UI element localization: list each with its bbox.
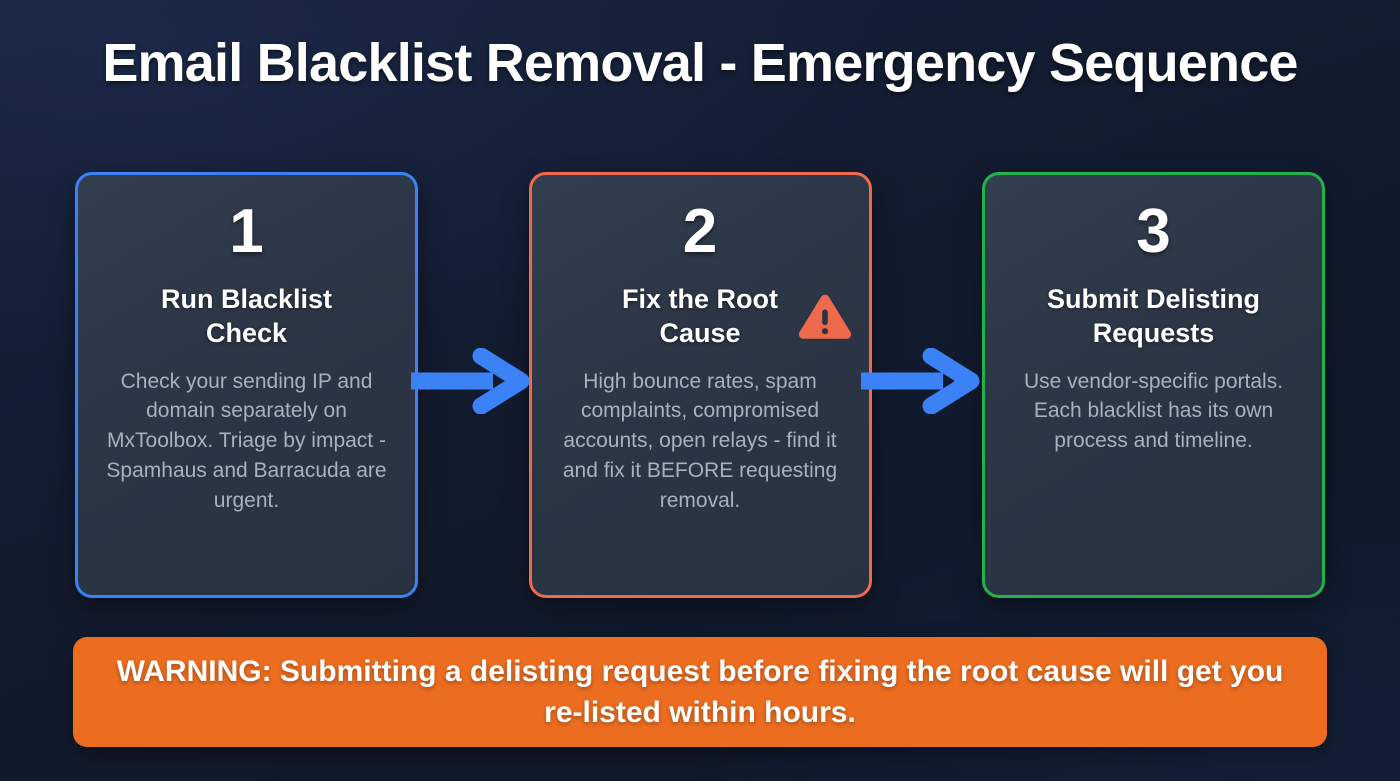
step-number-1: 1 xyxy=(229,197,264,266)
step-header-2: Fix the Root Cause xyxy=(552,283,851,351)
arrow-right-icon-step-1-to-2 xyxy=(411,348,530,414)
step-description-1: Check your sending IP and domain separat… xyxy=(106,369,387,512)
page-title: Email Blacklist Removal - Emergency Sequ… xyxy=(102,33,1298,93)
step-description-2: High bounce rates, spam complaints, comp… xyxy=(562,369,838,512)
step-card-1[interactable]: 1 Run Blacklist Check Check your sending… xyxy=(75,172,418,598)
steps-container: 1 Run Blacklist Check Check your sending… xyxy=(75,172,1325,598)
step-title-3: Submit Delisting Requests xyxy=(1046,284,1260,348)
step-header-1: Run Blacklist Check xyxy=(98,283,395,351)
arrow-right-icon-step-2-to-3 xyxy=(861,348,980,414)
step-header-3: Submit Delisting Requests xyxy=(1005,283,1302,351)
step-description-3: Use vendor-specific portals. Each blackl… xyxy=(1023,369,1284,453)
step-card-3[interactable]: 3 Submit Delisting Requests Use vendor-s… xyxy=(982,172,1325,598)
warning-banner-text: WARNING: Submitting a delisting request … xyxy=(116,654,1284,729)
warning-banner: WARNING: Submitting a delisting request … xyxy=(73,637,1327,747)
step-card-2[interactable]: 2 Fix the Root Cause High bounce rates, … xyxy=(528,172,872,598)
step-number-3: 3 xyxy=(1136,197,1171,266)
step-title-2: Fix the Root Cause xyxy=(622,284,778,348)
step-title-1: Run Blacklist Check xyxy=(160,284,333,348)
warning-triangle-icon xyxy=(798,294,851,339)
step-number-2: 2 xyxy=(682,197,718,266)
